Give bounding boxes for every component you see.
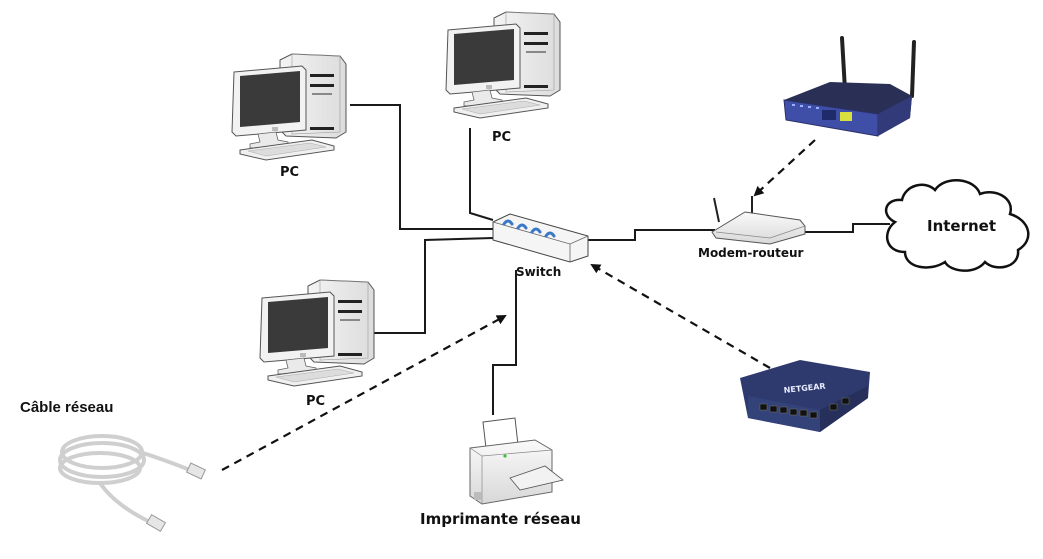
netgear-brand-text: NETGEAR (783, 382, 826, 395)
wire-modem-to-internet (805, 223, 890, 233)
wire-printer-to-switch (492, 270, 517, 415)
network-printer[interactable]: Imprimante réseau (420, 417, 581, 528)
netgear-switch-photo[interactable]: NETGEAR (740, 360, 870, 432)
wire-pc-bottom-left-to-switch (372, 237, 494, 334)
modem-router[interactable]: Modem-routeur (698, 196, 806, 260)
pc-bottom-left-label: PC (306, 394, 325, 409)
desktop-computer-icon (259, 279, 375, 387)
network-cable[interactable]: Câble réseau (20, 399, 207, 533)
pc-bottom-left[interactable]: PC (259, 279, 375, 409)
wired-connections (350, 104, 890, 415)
pc-top-left-label: PC (280, 165, 299, 180)
internet-label: Internet (927, 217, 996, 235)
pc-top-center[interactable]: PC (445, 11, 561, 145)
cloud-icon (884, 178, 1030, 272)
switch-icon (492, 213, 589, 263)
cable-label: Câble réseau (20, 399, 113, 416)
illustration-arrows (221, 139, 816, 471)
dashed-arrow-cable-to-switch (221, 315, 507, 471)
switch-label: Switch (516, 265, 561, 279)
desktop-computer-icon (445, 11, 561, 119)
internet[interactable]: Internet (884, 178, 1030, 272)
modem-router-icon (711, 196, 806, 245)
dashed-arrow-netgear-to-switch (590, 263, 771, 369)
wire-pc-top-center-to-switch (469, 128, 494, 221)
wire-switch-to-modem (588, 229, 715, 241)
desktop-computer-icon (231, 53, 347, 161)
ethernet-cable-icon (58, 434, 191, 524)
dashed-arrow-wifi-router-to-modem (753, 139, 816, 197)
switch[interactable]: Switch (492, 213, 589, 279)
printer-label: Imprimante réseau (420, 510, 581, 528)
wire-pc-top-left-to-switch (350, 104, 493, 230)
wifi-router-photo[interactable] (783, 36, 916, 137)
pc-top-left[interactable]: PC (231, 53, 347, 180)
printer-icon (469, 417, 564, 505)
pc-top-center-label: PC (492, 130, 511, 145)
modem-router-label: Modem-routeur (698, 246, 804, 260)
